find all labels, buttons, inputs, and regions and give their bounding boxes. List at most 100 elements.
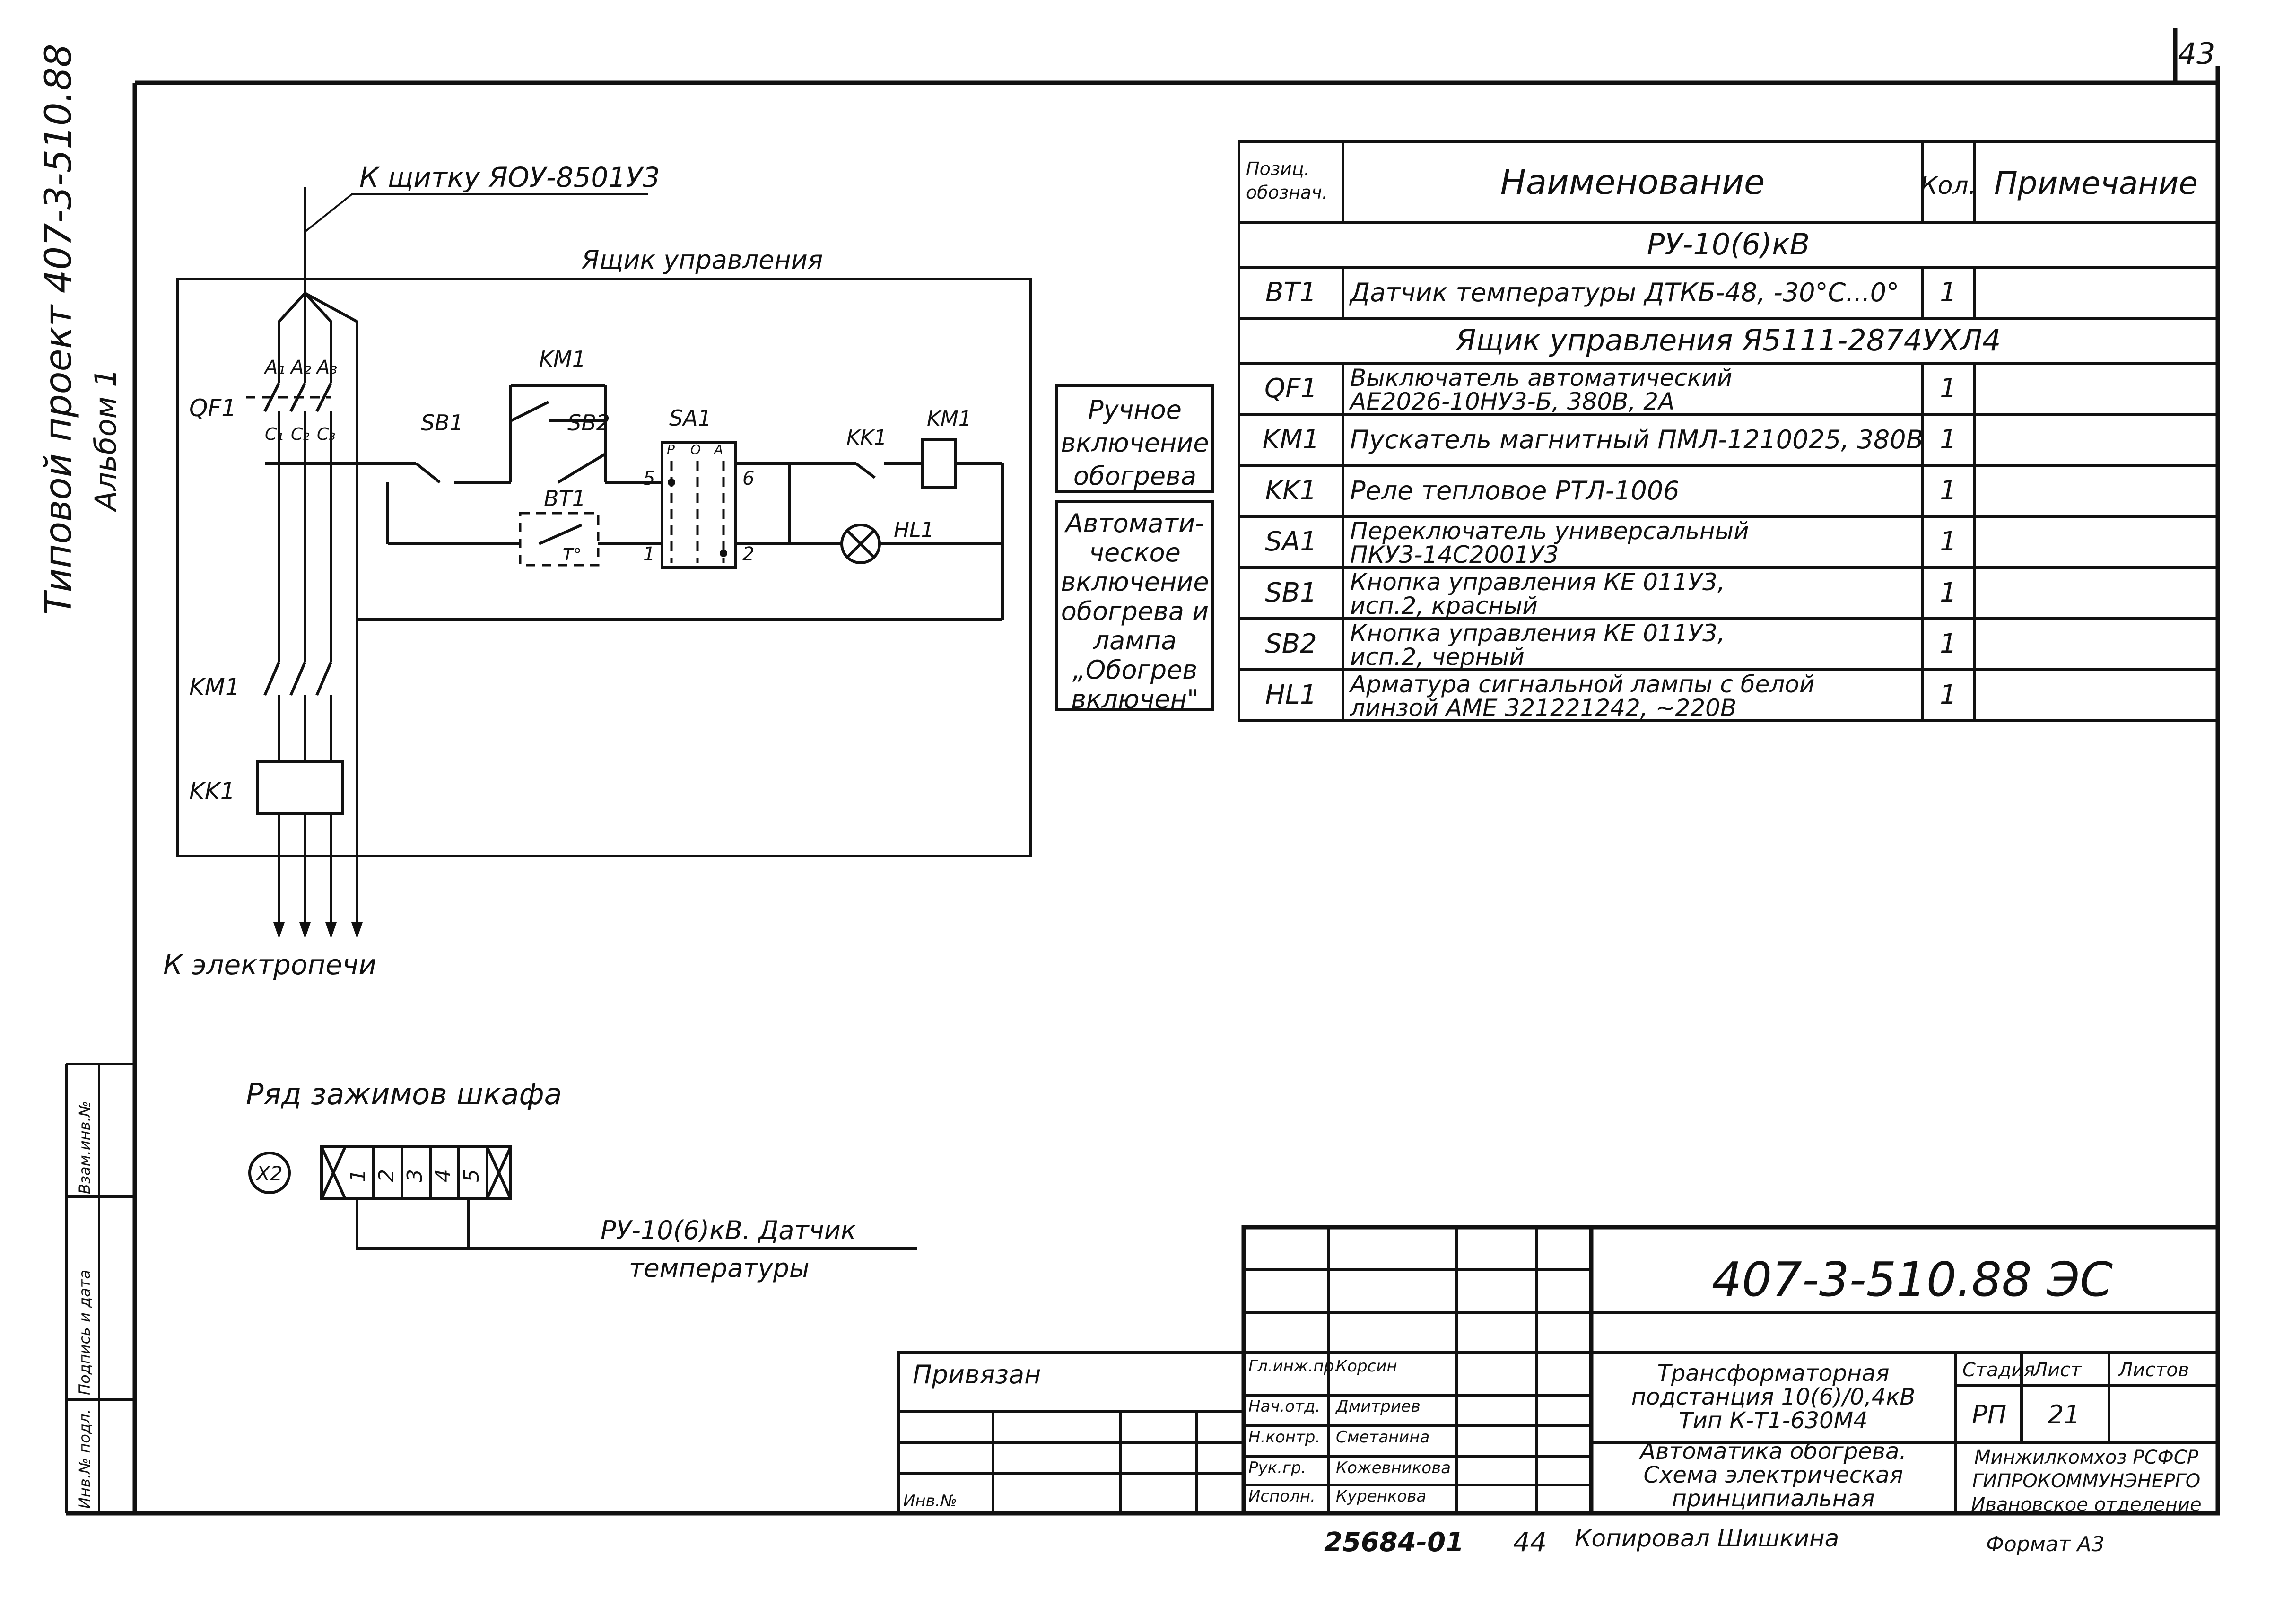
phase-a1: A₁ — [263, 357, 285, 378]
stamp-cell-0: Взам.инв.№ — [76, 1101, 94, 1194]
hl1-ref: HL1 — [894, 518, 934, 542]
spec-row-name: Кнопка управления КЕ 011У3, — [1350, 568, 1725, 596]
terminal-cell: 4 — [431, 1169, 455, 1182]
spec-header-qty: Кол. — [1920, 172, 1977, 200]
title-name: Куренкова — [1336, 1487, 1426, 1506]
sa1-pos-p: Р — [667, 442, 675, 457]
spec-row-name: ПКУ3-14С2001У3 — [1350, 541, 1559, 568]
title-org-line: ГИПРОКОММУНЭНЕРГО — [1972, 1470, 2200, 1492]
phase-c3: C₃ — [317, 425, 336, 444]
title-org-line: Ивановское отделение — [1971, 1494, 2201, 1516]
phase-a2: A₂ — [289, 357, 311, 378]
title-object-line: Трансформаторная — [1657, 1360, 1890, 1387]
spec-row-qty: 1 — [1940, 277, 1957, 308]
footer-copied: Копировал Шишкина — [1575, 1525, 1839, 1552]
sb2-ref: SB2 — [567, 410, 610, 436]
mode-line: Ручное — [1088, 395, 1182, 425]
spec-row-pos: KK1 — [1265, 475, 1316, 506]
title-role: Нач.отд. — [1248, 1397, 1320, 1416]
spec-row-name: линзой АМЕ 321221242, ~220В — [1350, 694, 1736, 722]
spec-row-pos: QF1 — [1264, 373, 1317, 404]
spec-row-qty: 1 — [1940, 577, 1957, 608]
privyazan: Привязан — [913, 1360, 1041, 1389]
spec-row-name: Реле тепловое РТЛ-1006 — [1350, 476, 1680, 506]
kk1-aux-ref: KK1 — [846, 426, 887, 450]
spec-row-qty: 1 — [1940, 629, 1957, 659]
spec-row-qty: 1 — [1940, 475, 1957, 506]
spec-header-note: Примечание — [1994, 165, 2198, 201]
title-block: Привязан Инв.№ 407-3-510.88 ЭС Гл.инж.пр… — [897, 1225, 2220, 1516]
stage-header: Стадия — [1962, 1359, 2035, 1381]
spec-row-qty: 1 — [1940, 373, 1957, 404]
spec-row-qty: 1 — [1940, 526, 1957, 557]
title-role: Рук.гр. — [1248, 1458, 1306, 1477]
bt1-ref: BT1 — [544, 486, 586, 511]
stamp-cell-2: Инв.№ подл. — [76, 1409, 94, 1509]
sa1-node-1: 1 — [643, 543, 655, 565]
sa1-ref: SA1 — [669, 405, 712, 431]
mode-line: „Обогрев — [1072, 655, 1198, 685]
spec-row-name: Арматура сигнальной лампы с белой — [1349, 671, 1814, 698]
spec-row-qty: 1 — [1940, 680, 1957, 710]
sa1-node-2: 2 — [742, 543, 754, 565]
mode-line: ческое — [1089, 538, 1181, 568]
spec-row-name: исп.2, черный — [1350, 643, 1525, 671]
km1-coil-ref: KM1 — [927, 407, 972, 431]
mode-box-manual — [1055, 384, 1214, 493]
spec-row-pos: HL1 — [1265, 680, 1317, 710]
title-roles: Гл.инж.пр. Нач.отд. Н.контр. Рук.гр. Исполн.… — [1248, 1357, 1451, 1506]
spec-row-pos: SB1 — [1265, 577, 1317, 608]
phase-c2: C₂ — [291, 425, 310, 444]
title-role: Исполн. — [1248, 1487, 1316, 1506]
mode-line: Автомати- — [1064, 508, 1204, 538]
sheet-header: Лист — [2032, 1359, 2082, 1381]
spec-header-name: Наименование — [1500, 162, 1765, 202]
km1-main-ref: KM1 — [189, 673, 240, 701]
spec-row-name: Пускатель магнитный ПМЛ-1210025, 380В — [1350, 425, 1924, 454]
terminal-line-label-1: температуры — [629, 1253, 810, 1283]
page-number: 43 — [2178, 36, 2215, 71]
sa1-pos-a: А — [713, 442, 723, 457]
title-object-line: подстанция 10(6)/0,4кВ — [1631, 1384, 1916, 1410]
mode-box-auto — [1055, 500, 1214, 711]
mode-line: обогрева — [1073, 461, 1196, 491]
terminal-ref: X2 — [255, 1162, 283, 1185]
terminal-cell: 5 — [460, 1169, 484, 1182]
title-organization: Минжилкомхоз РСФСРГИПРОКОММУНЭНЕРГОИвано… — [1971, 1447, 2201, 1516]
inv-no: Инв.№ — [903, 1492, 957, 1510]
title-name: Сметанина — [1336, 1428, 1429, 1447]
spec-row-name: Датчик температуры ДТКБ-48, -30°С...0° — [1349, 278, 1899, 307]
control-schematic: К щитку ЯОУ-8501У3 Ящик управления A₁ A₂… — [163, 161, 1032, 981]
title-sheet-title: Автоматика обогрева.Схема электрическаяп… — [1638, 1438, 1906, 1512]
title-name: Дмитриев — [1335, 1397, 1421, 1416]
title-role: Гл.инж.пр. — [1248, 1357, 1339, 1376]
title-sheet-line: принципиальная — [1672, 1485, 1875, 1512]
phase-a3: A₃ — [315, 357, 337, 378]
spec-row-qty: 1 — [1940, 424, 1957, 455]
spec-row-pos: BT1 — [1265, 277, 1316, 308]
footer-page: 44 — [1513, 1527, 1547, 1558]
title-role: Н.контр. — [1248, 1428, 1320, 1447]
spec-row-name: АЕ2026-10НУ3-Б, 380В, 2А — [1349, 388, 1674, 415]
terminal-line-label-0: РУ-10(6)кВ. Датчик — [601, 1215, 856, 1245]
spec-row-name: Выключатель автоматический — [1350, 364, 1732, 392]
sa1-node-6: 6 — [742, 468, 754, 489]
spec-header-pos: обознач. — [1246, 182, 1328, 203]
title-object-line: Тип К-Т1-630М4 — [1679, 1407, 1867, 1434]
spec-row-name: Кнопка управления КЕ 011У3, — [1350, 620, 1725, 647]
spec-row-pos: SB2 — [1265, 629, 1317, 659]
title-org-line: Минжилкомхоз РСФСР — [1974, 1447, 2199, 1468]
title-sheet-line: Схема электрическая — [1643, 1462, 1903, 1488]
phase-c1: C₁ — [265, 425, 284, 444]
title-name: Корсин — [1336, 1357, 1397, 1376]
mode-line: включен" — [1071, 684, 1199, 714]
spec-row-name: исп.2, красный — [1350, 592, 1538, 620]
stamp-cell-1: Подпись и дата — [76, 1270, 94, 1395]
spec-row-name: Переключатель универсальный — [1350, 517, 1749, 545]
